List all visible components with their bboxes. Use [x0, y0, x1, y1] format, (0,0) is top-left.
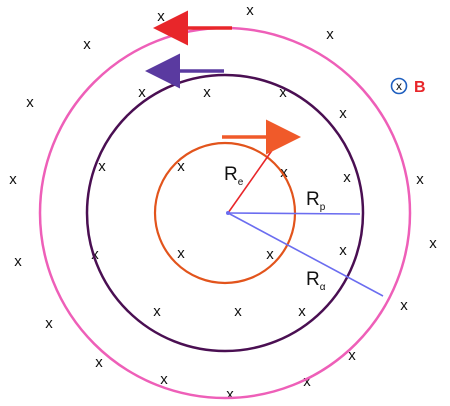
alpha-radius-line: [227, 212, 384, 297]
field-into-page-icon: [390, 77, 408, 95]
field-x-mark: x: [45, 315, 53, 332]
field-x-mark: x: [348, 347, 356, 364]
field-x-mark: x: [91, 246, 99, 263]
field-x-mark: x: [203, 84, 211, 101]
field-x-mark: x: [303, 373, 311, 390]
alpha-radius-label: Rα: [306, 269, 326, 293]
field-into-page-symbol: x: [396, 79, 402, 93]
field-x-mark: x: [95, 354, 103, 371]
proton-radius-line: [227, 212, 361, 215]
field-x-mark: x: [246, 2, 254, 19]
field-x-mark: x: [153, 303, 161, 320]
field-x-mark: x: [400, 297, 408, 314]
field-x-mark: x: [266, 246, 274, 263]
field-x-mark: x: [343, 169, 351, 186]
field-x-mark: x: [9, 171, 17, 188]
field-x-mark: x: [177, 245, 185, 262]
field-x-mark: x: [226, 386, 234, 403]
electron-radius-label: Re: [224, 164, 244, 188]
field-x-mark: x: [429, 235, 437, 252]
outer-orbit-circle: [38, 26, 412, 400]
field-x-mark: x: [177, 158, 185, 175]
field-x-mark: x: [14, 253, 22, 270]
center-point: [226, 211, 230, 215]
middle-orbit-circle: [85, 73, 365, 353]
electron-radius-line: [227, 148, 274, 214]
field-x-mark: x: [339, 242, 347, 259]
field-x-mark: x: [416, 171, 424, 188]
field-x-mark: x: [326, 26, 334, 43]
field-x-mark: x: [279, 84, 287, 101]
magnetic-field-marks: x x x x x x x x x x x x x x x x x x x x x x x x x x x x x x x: [9, 2, 437, 403]
field-x-mark: x: [83, 36, 91, 53]
field-x-mark: x: [280, 164, 288, 181]
field-x-mark: x: [234, 303, 242, 320]
field-x-mark: x: [98, 158, 106, 175]
field-label: B: [414, 79, 426, 96]
field-x-mark: x: [298, 303, 306, 320]
field-x-mark: x: [138, 84, 146, 101]
field-x-mark: x: [160, 371, 168, 388]
field-x-mark: x: [157, 8, 165, 25]
field-x-mark: x: [339, 105, 347, 122]
field-x-mark: x: [26, 94, 34, 111]
proton-radius-label: Rp: [306, 189, 326, 213]
